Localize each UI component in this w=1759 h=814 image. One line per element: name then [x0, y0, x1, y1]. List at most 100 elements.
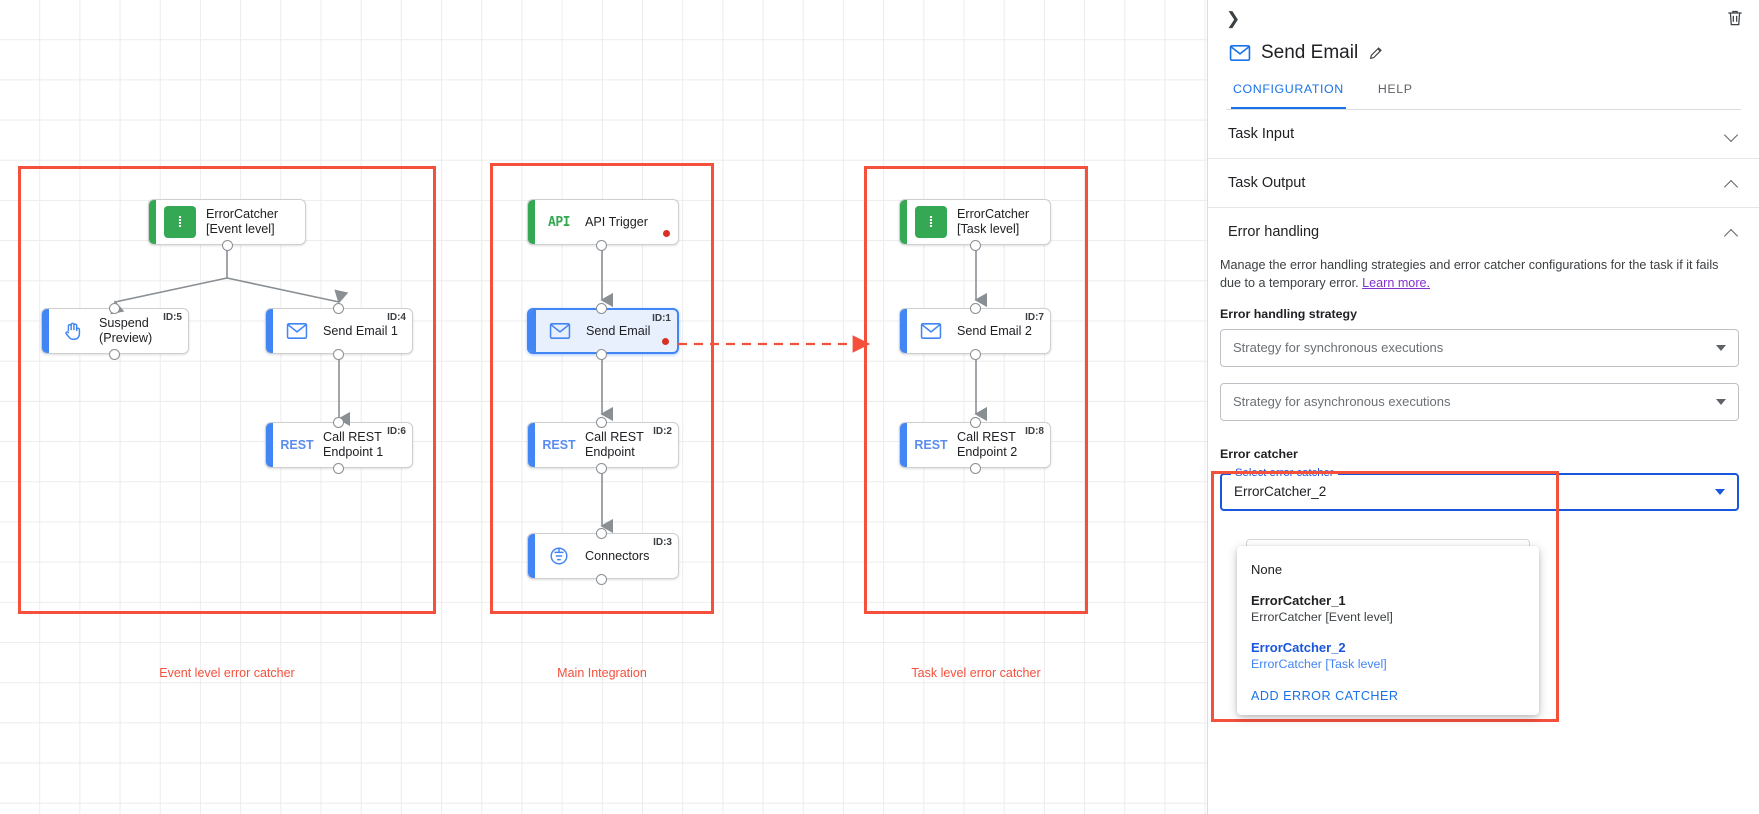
sync-strategy-value: Strategy for synchronous executions	[1233, 340, 1444, 355]
node-call-rest-endpoint-1[interactable]: REST Call REST Endpoint 1 ID:6	[265, 422, 413, 468]
node-id-badge: ID:2	[653, 426, 672, 437]
caption-main-integration: Main Integration	[557, 666, 647, 680]
node-call-rest-endpoint[interactable]: REST Call REST Endpoint ID:2	[527, 422, 679, 468]
integration-canvas[interactable]: Event level error catcher Main Integrati…	[0, 0, 1207, 814]
pencil-icon[interactable]	[1368, 45, 1384, 61]
port-out-errorcatcher-event[interactable]	[222, 240, 233, 251]
select-error-catcher-legend: Select error catcher	[1231, 466, 1338, 479]
tab-help[interactable]: HELP	[1377, 82, 1413, 96]
node-label: ErrorCatcher [Task level]	[957, 207, 1030, 236]
panel-tabs[interactable]: CONFIGURATION HELP	[1226, 82, 1741, 110]
port-in-call-rest-1[interactable]	[333, 417, 344, 428]
section-title: Task Output	[1228, 175, 1306, 191]
chevron-down-icon	[1716, 344, 1726, 351]
dropdown-option-errorcatcher-2[interactable]: ErrorCatcher_2 ErrorCatcher [Task level]	[1237, 630, 1539, 677]
node-accent	[900, 309, 907, 353]
port-out-call-rest-1[interactable]	[333, 463, 344, 474]
sync-strategy-select[interactable]: Strategy for synchronous executions	[1220, 328, 1739, 367]
node-id-badge: ID:6	[387, 426, 406, 437]
node-call-rest-endpoint-2[interactable]: REST Call REST Endpoint 2 ID:8	[899, 422, 1051, 468]
node-label: Send Email 2	[957, 323, 1032, 338]
add-error-catcher-button[interactable]: ADD ERROR CATCHER	[1251, 689, 1399, 703]
port-in-send-email-1[interactable]	[333, 303, 344, 314]
port-in-call-rest[interactable]	[596, 417, 607, 428]
port-in-call-rest-2[interactable]	[970, 417, 981, 428]
node-label: Call REST Endpoint	[585, 430, 644, 459]
node-id-badge: ID:3	[653, 537, 672, 548]
node-suspend[interactable]: Suspend (Preview) ID:5	[41, 308, 189, 354]
port-in-send-email-2[interactable]	[970, 303, 981, 314]
section-title: Task Input	[1228, 126, 1295, 142]
error-catcher-label: Error catcher	[1220, 446, 1298, 461]
tab-configuration[interactable]: CONFIGURATION	[1231, 82, 1346, 109]
select-error-catcher-value: ErrorCatcher_2	[1234, 484, 1327, 499]
rest-icon: REST	[542, 438, 576, 452]
option-primary: None	[1251, 562, 1283, 577]
node-send-email-2[interactable]: Send Email 2 ID:7	[899, 308, 1051, 354]
error-catcher-dropdown[interactable]: None ErrorCatcher_1 ErrorCatcher [Event …	[1237, 546, 1539, 715]
node-label: Connectors	[585, 548, 650, 563]
node-accent	[266, 423, 273, 467]
node-accent	[528, 200, 535, 244]
node-accent	[266, 309, 273, 353]
node-errorcatcher-event-level[interactable]: ⁞ ErrorCatcher [Event level]	[148, 199, 306, 245]
group-box-event-level	[18, 166, 436, 614]
node-label: Send Email 1	[323, 323, 398, 338]
dropdown-option-none[interactable]: None	[1237, 556, 1539, 583]
node-send-email-selected[interactable]: Send Email ID:1	[527, 308, 679, 354]
node-send-email-1[interactable]: Send Email 1 ID:4	[265, 308, 413, 354]
section-error-handling[interactable]: Error handling	[1208, 208, 1759, 256]
port-out-call-rest-2[interactable]	[970, 463, 981, 474]
chevron-down-icon[interactable]	[1726, 130, 1739, 138]
port-in-send-email[interactable]	[596, 303, 607, 314]
error-handling-body: Manage the error handling strategies and…	[1208, 256, 1759, 511]
error-catcher-icon: ⁞	[915, 206, 947, 238]
section-task-input[interactable]: Task Input	[1208, 110, 1759, 159]
error-indicator-dot	[662, 338, 669, 345]
port-in-suspend[interactable]	[109, 303, 120, 314]
port-out-api-trigger[interactable]	[596, 240, 607, 251]
node-accent	[900, 200, 907, 244]
rest-icon: REST	[280, 438, 314, 452]
envelope-icon	[281, 315, 313, 347]
option-primary: ErrorCatcher_1	[1251, 593, 1346, 608]
trash-icon[interactable]	[1725, 8, 1745, 28]
node-label: Send Email	[586, 323, 651, 338]
error-handling-strategy-label: Error handling strategy	[1220, 306, 1358, 321]
learn-more-link[interactable]: Learn more.	[1362, 276, 1431, 291]
node-errorcatcher-task-level[interactable]: ⁞ ErrorCatcher [Task level]	[899, 199, 1051, 245]
port-out-send-email-2[interactable]	[970, 349, 981, 360]
node-accent	[900, 423, 907, 467]
port-in-connectors[interactable]	[596, 528, 607, 539]
port-out-errorcatcher-task[interactable]	[970, 240, 981, 251]
async-strategy-select[interactable]: Strategy for asynchronous executions	[1220, 382, 1739, 421]
node-id-badge: ID:4	[387, 312, 406, 323]
chevron-up-icon[interactable]	[1726, 179, 1739, 187]
port-out-send-email-1[interactable]	[333, 349, 344, 360]
node-label: Call REST Endpoint 2	[957, 430, 1018, 459]
description-text: Manage the error handling strategies and…	[1220, 258, 1719, 291]
node-id-badge: ID:5	[163, 312, 182, 323]
api-icon: API	[548, 214, 570, 230]
node-id-badge: ID:8	[1025, 426, 1044, 437]
node-label: Call REST Endpoint 1	[323, 430, 384, 459]
chevron-up-icon[interactable]	[1726, 228, 1739, 236]
chevron-down-icon	[1716, 398, 1726, 405]
select-error-catcher[interactable]: Select error catcher ErrorCatcher_2	[1220, 466, 1739, 511]
node-api-trigger[interactable]: API API Trigger	[527, 199, 679, 245]
port-out-send-email[interactable]	[596, 349, 607, 360]
port-out-connectors[interactable]	[596, 574, 607, 585]
node-accent	[529, 310, 536, 352]
dropdown-option-errorcatcher-1[interactable]: ErrorCatcher_1 ErrorCatcher [Event level…	[1237, 583, 1539, 630]
caption-task-level: Task level error catcher	[911, 666, 1041, 680]
caption-event-level: Event level error catcher	[159, 666, 295, 680]
section-task-output[interactable]: Task Output	[1208, 159, 1759, 208]
node-connectors[interactable]: Connectors ID:3	[527, 533, 679, 579]
chevron-right-icon[interactable]: ❯	[1226, 9, 1241, 28]
rest-icon: REST	[914, 438, 948, 452]
port-out-call-rest[interactable]	[596, 463, 607, 474]
group-box-main-integration	[490, 163, 714, 614]
async-strategy-value: Strategy for asynchronous executions	[1233, 394, 1451, 409]
panel-header: ❯ Send Email CONFIGURATION HELP	[1208, 0, 1759, 110]
port-out-suspend[interactable]	[109, 349, 120, 360]
